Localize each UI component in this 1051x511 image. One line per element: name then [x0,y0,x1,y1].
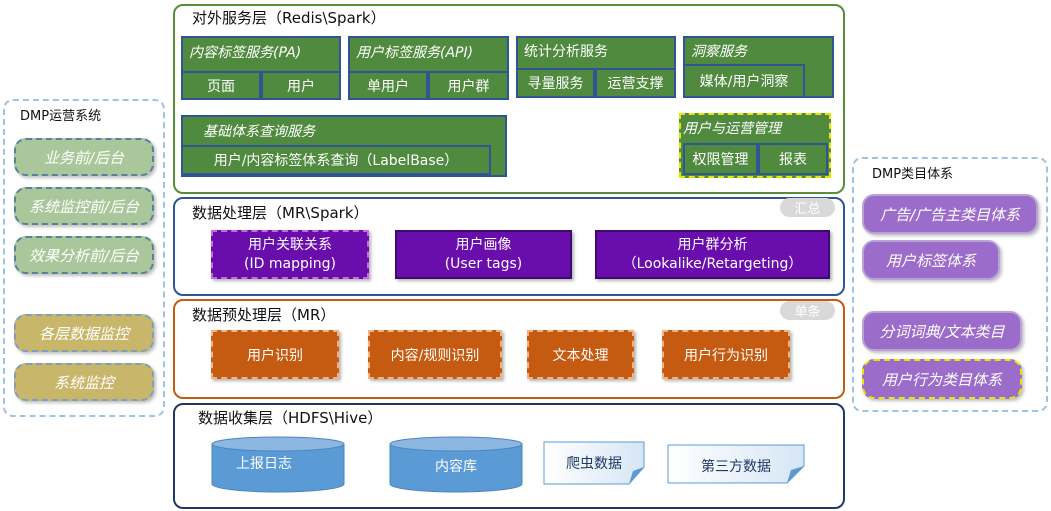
content-library-database-icon[interactable] [388,436,524,494]
user-tags-line2: (User tags) [444,255,523,272]
user-recognition-box[interactable]: 用户识别 [211,330,339,379]
dmp-category-system-title: DMP类目体系 [872,167,954,182]
user-group-line1: 用户群分析 [677,236,748,253]
category-item-ad[interactable]: 广告/广告主类目体系 [862,194,1038,234]
service-layer-title: 对外服务层（Redis\Spark） [192,9,386,27]
pa-cell-page[interactable]: 页面 [181,71,261,100]
pa-cell-user[interactable]: 用户 [261,71,341,100]
user-tags-line1: 用户画像 [455,236,512,253]
processing-layer-panel [173,197,845,296]
category-item-user-behavior[interactable]: 用户行为类目体系 [862,359,1022,399]
id-mapping-box[interactable]: 用户关联关系 (ID mapping) [211,230,369,279]
content-rule-recognition-box[interactable]: 内容/规则识别 [368,330,502,379]
ops-item-business[interactable]: 业务前/后台 [14,138,154,176]
third-party-data-label: 第三方数据 [701,459,771,475]
user-group-line2: （Lookalike/Retargeting） [622,255,803,272]
collection-layer-panel [173,403,845,509]
report-log-database-icon[interactable] [210,436,346,494]
third-party-data-document-icon[interactable] [667,444,805,484]
text-processing-box[interactable]: 文本处理 [527,330,634,379]
dmp-category-system-panel [852,157,1048,412]
user-behavior-recognition-box[interactable]: 用户行为识别 [662,330,790,379]
processing-layer-tag: 汇总 [780,198,835,217]
processing-layer-title: 数据处理层（MR\Spark） [192,204,369,222]
dmp-ops-system-panel [3,99,165,417]
insight-cell-media-user[interactable]: 媒体/用户洞察 [683,64,805,98]
api-cell-single-user[interactable]: 单用户 [348,71,428,100]
category-item-dictionary[interactable]: 分词词典/文本类目 [862,311,1022,351]
stats-cell-traffic[interactable]: 寻量服务 [516,68,595,98]
base-cell-label-query[interactable]: 用户/内容标签体系查询（LabelBase） [181,145,491,175]
ops-cell-report[interactable]: 报表 [758,143,828,175]
crawler-data-document-icon[interactable] [543,441,645,485]
ops-cell-permission[interactable]: 权限管理 [683,143,758,175]
category-item-user-tags[interactable]: 用户标签体系 [862,240,1000,280]
api-cell-user-group[interactable]: 用户群 [428,71,509,100]
report-log-label: 上报日志 [236,456,292,472]
ops-item-system-monitor[interactable]: 系统监控 [14,363,154,401]
dmp-ops-system-title: DMP运营系统 [20,109,102,124]
ops-management-title: 用户与运营管理 [683,121,781,137]
user-tags-box[interactable]: 用户画像 (User tags) [395,230,572,279]
preprocessing-layer-tag: 单条 [780,301,835,320]
id-mapping-line2: (ID mapping) [244,255,336,272]
user-group-analysis-box[interactable]: 用户群分析 （Lookalike/Retargeting） [595,230,830,279]
crawler-data-label: 爬虫数据 [566,456,622,472]
content-library-label: 内容库 [435,459,477,475]
ops-item-system-monitor-console[interactable]: 系统监控前/后台 [14,187,154,225]
ops-item-effect-analysis[interactable]: 效果分析前/后台 [14,236,154,274]
preprocessing-layer-panel [173,299,845,399]
preprocessing-layer-title: 数据预处理层（MR） [192,306,336,324]
collection-layer-title: 数据收集层（HDFS\Hive） [198,409,383,427]
service-layer-panel [173,4,845,194]
ops-item-layer-data-monitor[interactable]: 各层数据监控 [14,314,154,352]
id-mapping-line1: 用户关联关系 [248,236,332,253]
stats-cell-ops-support[interactable]: 运营支撑 [595,68,676,98]
